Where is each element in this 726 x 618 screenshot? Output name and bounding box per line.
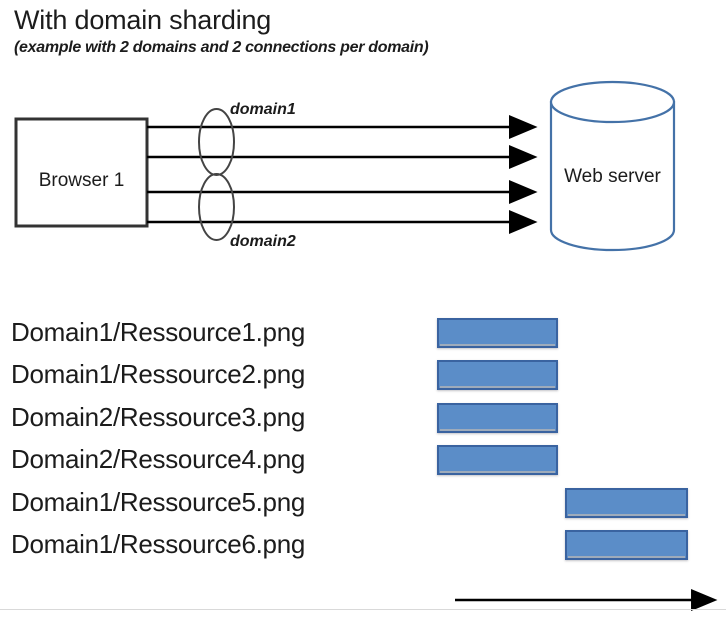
waterfall-row: Domain1/Ressource2.png bbox=[0, 354, 726, 396]
resource-bar bbox=[437, 445, 558, 475]
bottom-divider bbox=[0, 609, 726, 610]
browser-box bbox=[14, 117, 149, 228]
domain2-label: domain2 bbox=[230, 233, 296, 250]
resource-waterfall: Domain1/Ressource1.png Domain1/Ressource… bbox=[0, 312, 726, 618]
resource-label: Domain1/Ressource2.png bbox=[11, 359, 306, 389]
resource-bar bbox=[437, 403, 558, 433]
waterfall-row: Domain2/Ressource3.png bbox=[0, 397, 726, 439]
network-diagram-svg: Browser 1 domain1 domain2 bbox=[14, 80, 676, 252]
resource-label: Domain1/Ressource1.png bbox=[11, 317, 306, 347]
resource-label: Domain1/Ressource5.png bbox=[11, 487, 306, 517]
domain-group-2: domain2 bbox=[198, 173, 296, 250]
resource-label: Domain1/Ressource6.png bbox=[11, 529, 306, 559]
cylinder-body bbox=[549, 100, 676, 252]
network-diagram: Browser 1 domain1 domain2 bbox=[0, 78, 726, 263]
waterfall-row: Domain1/Ressource1.png bbox=[0, 312, 726, 354]
page-title: With domain sharding bbox=[14, 5, 272, 35]
cylinder-top bbox=[549, 80, 676, 124]
resource-label: Domain2/Ressource4.png bbox=[11, 444, 306, 474]
page-subtitle: (example with 2 domains and 2 connection… bbox=[14, 39, 429, 56]
web-server-label: Web server bbox=[564, 166, 661, 187]
resource-label: Domain2/Ressource3.png bbox=[11, 402, 306, 432]
domain1-ellipse bbox=[198, 108, 235, 176]
resource-bar bbox=[565, 530, 688, 560]
domain1-label: domain1 bbox=[230, 101, 296, 118]
time-axis-arrow bbox=[455, 588, 718, 612]
heading-block: With domain sharding (example with 2 dom… bbox=[14, 4, 714, 58]
resource-bar bbox=[437, 360, 558, 390]
resource-bar bbox=[437, 318, 558, 348]
domain2-ellipse bbox=[198, 173, 235, 241]
browser-label: Browser 1 bbox=[39, 170, 125, 191]
browser-node: Browser 1 bbox=[14, 117, 149, 228]
connection-lines bbox=[147, 115, 538, 234]
resource-bar bbox=[565, 488, 688, 518]
web-server-node: Web server bbox=[549, 80, 676, 252]
domain-group-1: domain1 bbox=[198, 101, 296, 176]
waterfall-row: Domain2/Ressource4.png bbox=[0, 439, 726, 481]
waterfall-row: Domain1/Ressource5.png bbox=[0, 482, 726, 524]
waterfall-row: Domain1/Ressource6.png bbox=[0, 524, 726, 566]
